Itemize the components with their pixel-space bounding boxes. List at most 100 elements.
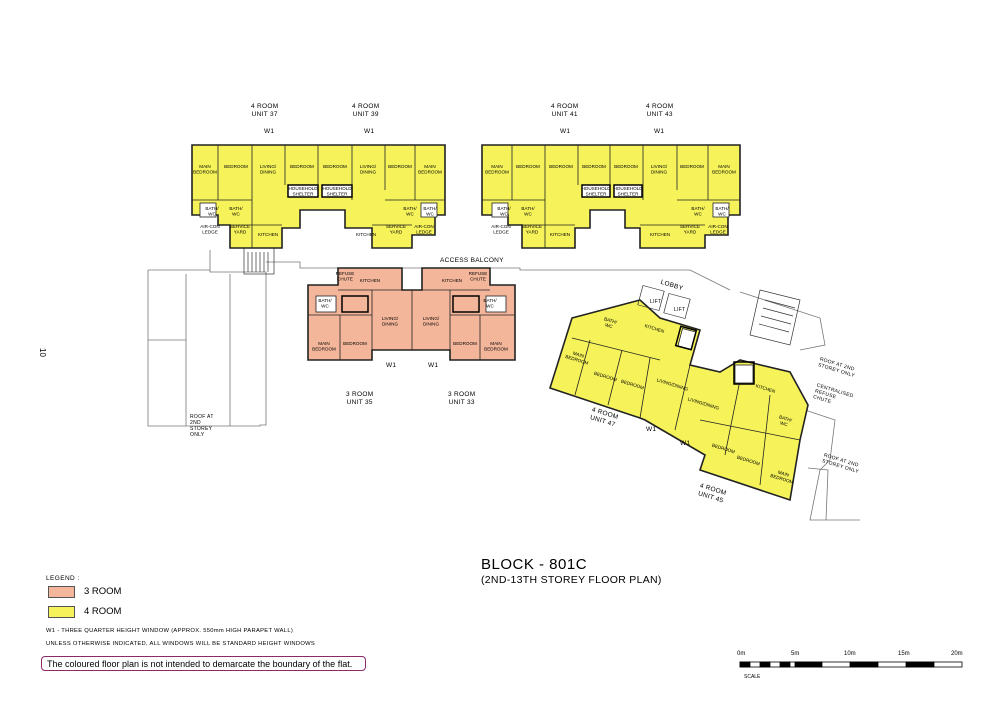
- w1-marker: W1: [428, 362, 439, 369]
- room-label: LIVING/DINING: [423, 316, 440, 327]
- room-label: LIVING/DINING: [360, 164, 377, 175]
- w1-marker: W1: [386, 362, 397, 369]
- scale-bar: [739, 661, 963, 668]
- room-label: KITCHEN: [360, 278, 380, 283]
- room-label: BATH/WC: [715, 206, 729, 217]
- block-title: BLOCK - 801C: [481, 556, 588, 573]
- staircase-core-right: [637, 285, 801, 346]
- legend-note-windows: UNLESS OTHERWISE INDICATED, ALL WINDOWS …: [46, 641, 316, 647]
- room-label: BATH/WC: [497, 206, 511, 217]
- room-label: BEDROOM: [453, 341, 477, 346]
- room-label: KITCHEN: [650, 232, 670, 237]
- units-47-45-block: [549, 299, 809, 502]
- site-outline: [147, 250, 860, 521]
- w1-marker: W1: [560, 128, 571, 135]
- w1-marker: W1: [680, 440, 691, 447]
- room-label: BEDROOM: [614, 164, 638, 169]
- scale-label: SCALE: [744, 674, 761, 680]
- room-label: BATH/WC: [205, 206, 219, 217]
- scale-tick-10: 10m: [844, 651, 856, 657]
- units-41-43-block: [481, 144, 741, 249]
- roof-note-left: ROOF AT 2ND STOREY ONLY: [190, 414, 214, 438]
- w1-marker: W1: [264, 128, 275, 135]
- access-balcony-label: ACCESS BALCONY: [440, 257, 504, 264]
- legend-label-3room: 3 ROOM: [84, 586, 122, 597]
- w1-marker: W1: [364, 128, 375, 135]
- legend-note-w1: W1 - THREE QUARTER HEIGHT WINDOW (APPROX…: [46, 628, 294, 634]
- side-marker: 10: [37, 348, 47, 357]
- room-label: BEDROOM: [549, 164, 573, 169]
- room-label: BEDROOM: [290, 164, 314, 169]
- room-label: BATH/WC: [777, 414, 793, 428]
- room-label: BEDROOM: [593, 371, 617, 383]
- room-label: LIVING/DINING: [382, 316, 399, 327]
- room-label: KITCHEN: [258, 232, 278, 237]
- room-label: LIVING/DINING: [651, 164, 668, 175]
- room-label: BEDROOM: [224, 164, 248, 169]
- legend-title: LEGEND :: [46, 575, 80, 582]
- room-label: BEDROOM: [582, 164, 606, 169]
- room-label: KITCHEN: [442, 278, 462, 283]
- room-label: BATH/WC: [602, 316, 618, 330]
- legend-label-4room: 4 ROOM: [84, 606, 122, 617]
- units-35-33-block: [307, 267, 516, 361]
- room-label: BEDROOM: [323, 164, 347, 169]
- scale-tick-20: 20m: [951, 651, 963, 657]
- w1-marker: W1: [654, 128, 665, 135]
- room-label: BATH/WC: [691, 206, 705, 217]
- room-label: KITCHEN: [755, 383, 776, 394]
- room-label: BEDROOM: [343, 341, 367, 346]
- room-label: BATH/WC: [229, 206, 243, 217]
- room-label: BATH/WC: [483, 298, 497, 309]
- room-label: LIVING/DINING: [260, 164, 277, 175]
- legend-swatch-4room: [48, 606, 75, 618]
- room-label: BEDROOM: [736, 455, 760, 467]
- scale-tick-15: 15m: [898, 651, 910, 657]
- lift-label: LIFT: [650, 299, 662, 305]
- room-label: MAINBEDROOM: [565, 349, 591, 366]
- room-label: BEDROOM: [516, 164, 540, 169]
- w1-marker: W1: [646, 426, 657, 433]
- room-label: KITCHEN: [644, 323, 665, 334]
- room-label: BATH/WC: [403, 206, 417, 217]
- room-label: BEDROOM: [620, 379, 644, 391]
- lift-label: LIFT: [674, 307, 686, 313]
- room-label: BATH/WC: [423, 206, 437, 217]
- units-37-39-block: [191, 144, 446, 249]
- room-label: BEDROOM: [680, 164, 704, 169]
- room-label: BATH/WC: [521, 206, 535, 217]
- room-label: KITCHEN: [550, 232, 570, 237]
- room-label: BATH/WC: [318, 298, 332, 309]
- room-label: KITCHEN: [356, 232, 376, 237]
- room-label: BEDROOM: [711, 443, 735, 455]
- block-subtitle: (2ND-13TH STOREY FLOOR PLAN): [481, 574, 662, 586]
- legend-swatch-3room: [48, 586, 75, 598]
- room-label: BEDROOM: [388, 164, 412, 169]
